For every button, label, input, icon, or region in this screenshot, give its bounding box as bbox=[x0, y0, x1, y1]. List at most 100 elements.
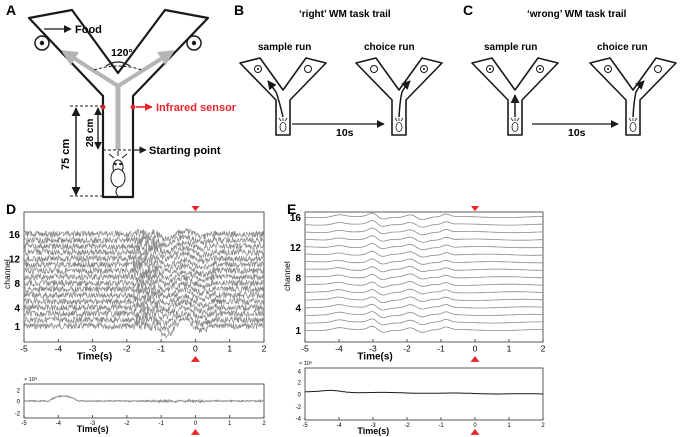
sensor-dot-left bbox=[100, 104, 106, 110]
channel-trace bbox=[304, 273, 543, 280]
panel-d-letter: D bbox=[6, 201, 16, 217]
channel-trace bbox=[23, 274, 265, 293]
y-tick-label: 8 bbox=[295, 273, 301, 284]
plot-frame bbox=[23, 383, 265, 419]
channel-trace bbox=[305, 235, 544, 243]
event-marker-up bbox=[470, 429, 480, 435]
x-axis-label: Time(s) bbox=[77, 424, 109, 434]
panel-c-title: ‘wrong’ WM task trail bbox=[527, 9, 627, 20]
x-tick-label: -3 bbox=[89, 344, 97, 354]
x-axis-label: Time(s) bbox=[77, 352, 112, 363]
angle-arc bbox=[93, 65, 143, 71]
event-marker-down bbox=[471, 206, 479, 212]
x-tick-label: -3 bbox=[90, 421, 96, 427]
panel-c-delay-label: 10s bbox=[568, 127, 586, 139]
x-tick-label: 1 bbox=[507, 344, 512, 354]
y-multiplier: × 10⁶ bbox=[24, 376, 37, 383]
dim-28cm-label: 28 cm bbox=[85, 119, 96, 147]
y-tick-label: 0 bbox=[17, 400, 21, 406]
x-tick-label: -5 bbox=[21, 421, 27, 427]
channel-trace bbox=[23, 310, 265, 332]
x-tick-label: -4 bbox=[335, 344, 343, 354]
channel-trace bbox=[23, 269, 265, 289]
channel-trace bbox=[304, 303, 543, 311]
event-marker-down bbox=[191, 206, 200, 212]
y-tick-label: 0 bbox=[298, 393, 302, 399]
x-tick-label: 2 bbox=[262, 344, 267, 354]
angle-label: 120° bbox=[111, 47, 133, 59]
y-axis-label: channel bbox=[2, 259, 12, 289]
dim-75cm-label: 75 cm bbox=[60, 139, 72, 170]
x-tick-label: -3 bbox=[369, 344, 377, 354]
plot-frame bbox=[304, 211, 544, 343]
x-tick-label: -4 bbox=[336, 423, 342, 429]
y-tick-label: -2 bbox=[296, 405, 302, 411]
sensor-dot-right bbox=[130, 104, 136, 110]
y-tick-label: 16 bbox=[290, 213, 302, 224]
x-tick-label: -1 bbox=[158, 421, 164, 427]
angle-mark bbox=[105, 61, 131, 67]
x-tick-label: 0 bbox=[473, 344, 478, 354]
left-arm-arrow bbox=[61, 50, 120, 88]
rat-icon bbox=[108, 151, 128, 197]
y-tick-label: 16 bbox=[9, 230, 21, 241]
x-tick-label: 2 bbox=[541, 344, 546, 354]
channel-trace bbox=[23, 262, 265, 281]
channel-trace bbox=[305, 220, 543, 228]
x-tick-label: -2 bbox=[123, 344, 131, 354]
x-tick-label: 0 bbox=[193, 344, 198, 354]
maze-b-sample bbox=[239, 57, 327, 136]
y-tick-label: 4 bbox=[298, 370, 302, 376]
x-tick-label: 1 bbox=[228, 421, 232, 427]
event-marker-up bbox=[190, 429, 200, 435]
x-tick-label: 1 bbox=[227, 344, 232, 354]
y-tick-label: 12 bbox=[9, 255, 21, 266]
start-label: Starting point bbox=[149, 145, 221, 157]
food-label: Food bbox=[75, 24, 102, 36]
channel-trace bbox=[23, 227, 265, 242]
y-tick-label: 4 bbox=[14, 304, 20, 315]
food-well-left bbox=[34, 35, 50, 51]
x-tick-label: 2 bbox=[262, 421, 266, 427]
x-tick-label: -2 bbox=[124, 421, 130, 427]
y-tick-label: 1 bbox=[14, 322, 20, 333]
channel-trace bbox=[304, 212, 544, 220]
panel-c-choice-label: choice run bbox=[597, 42, 648, 53]
channel-trace bbox=[305, 325, 543, 333]
channel-trace bbox=[23, 315, 265, 339]
avg-trace bbox=[305, 389, 543, 395]
y-tick-label: -2 bbox=[15, 412, 21, 418]
channel-trace bbox=[305, 242, 543, 251]
y-tick-label: 12 bbox=[290, 243, 302, 254]
x-tick-label: 1 bbox=[507, 423, 511, 429]
x-tick-label: 2 bbox=[541, 423, 545, 429]
panel-b: B ‘right’ WM task trail sample run choic… bbox=[234, 2, 443, 139]
panel-c-letter: C bbox=[463, 2, 473, 18]
panel-b-choice-label: choice run bbox=[364, 42, 415, 53]
panel-a-letter: A bbox=[6, 2, 16, 18]
channel-trace bbox=[23, 293, 265, 313]
y-axis-label: channel bbox=[282, 261, 292, 291]
y-multiplier: × 10⁶ bbox=[299, 360, 312, 367]
x-tick-label: 0 bbox=[194, 421, 198, 427]
x-tick-label: -4 bbox=[56, 421, 62, 427]
food-well-left-dot bbox=[39, 40, 45, 46]
sensor-label: Infrared sensor bbox=[156, 102, 237, 114]
event-marker-up bbox=[190, 356, 200, 362]
y-tick-label: 2 bbox=[17, 389, 21, 395]
y-tick-label: 1 bbox=[295, 326, 301, 337]
x-tick-label: -1 bbox=[438, 423, 444, 429]
channel-trace bbox=[23, 244, 265, 262]
panel-b-delay-label: 10s bbox=[336, 127, 354, 139]
x-tick-label: -5 bbox=[20, 344, 28, 354]
y-tick-label: 2 bbox=[298, 381, 302, 387]
maze-c-sample bbox=[471, 57, 559, 136]
channel-trace bbox=[305, 227, 544, 236]
channel-trace bbox=[305, 266, 543, 273]
channel-trace bbox=[304, 288, 543, 296]
channel-trace bbox=[305, 250, 543, 258]
x-tick-label: 0 bbox=[473, 423, 477, 429]
